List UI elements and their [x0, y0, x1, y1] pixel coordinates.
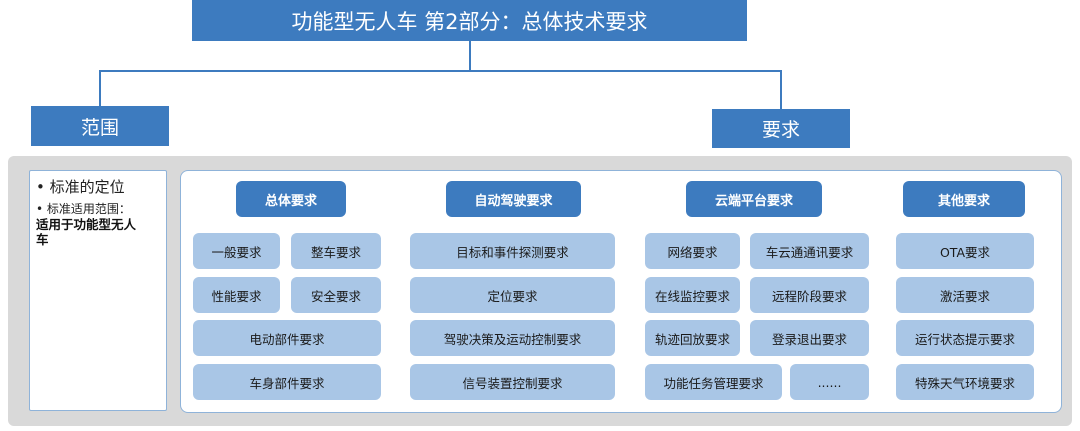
item-autodrive-decision-control: 驾驶决策及运动控制要求 — [410, 320, 615, 356]
item-general-electric-parts: 电动部件要求 — [193, 320, 381, 356]
scope-panel: • 标准的定位 • 标准适用范围： 适用于功能型无人 车 — [29, 170, 167, 411]
item-other-status-prompt: 运行状态提示要求 — [896, 320, 1034, 356]
connector-scope-down — [99, 70, 101, 107]
item-autodrive-signal-control: 信号装置控制要求 — [410, 364, 615, 400]
item-general-basic: 一般要求 — [193, 233, 280, 269]
item-cloud-network: 网络要求 — [645, 233, 740, 269]
connector-requirements-down — [780, 70, 782, 110]
category-cloud-head: 云端平台要求 — [686, 181, 822, 217]
item-general-body-parts: 车身部件要求 — [193, 364, 381, 400]
item-general-vehicle: 整车要求 — [291, 233, 381, 269]
diagram-title: 功能型无人车 第2部分：总体技术要求 — [192, 0, 747, 41]
scope-bullet-positioning: • 标准的定位 — [36, 178, 125, 196]
item-cloud-remote-stage: 远程阶段要求 — [750, 277, 869, 313]
scope-head: 范围 — [31, 106, 169, 146]
connector-horizontal — [99, 70, 782, 72]
category-autodrive-head: 自动驾驶要求 — [446, 181, 581, 217]
item-cloud-task-management: 功能任务管理要求 — [645, 364, 782, 400]
item-cloud-login-logout: 登录退出要求 — [750, 320, 869, 356]
item-general-safety: 安全要求 — [291, 277, 381, 313]
connector-title-down — [469, 41, 471, 71]
item-other-activation: 激活要求 — [896, 277, 1034, 313]
item-general-performance: 性能要求 — [193, 277, 280, 313]
item-autodrive-detection: 目标和事件探测要求 — [410, 233, 615, 269]
item-cloud-online-monitor: 在线监控要求 — [645, 277, 740, 313]
item-cloud-vehicle-comm: 车云通通讯要求 — [750, 233, 869, 269]
item-autodrive-positioning: 定位要求 — [410, 277, 615, 313]
category-other-head: 其他要求 — [903, 181, 1025, 217]
item-cloud-track-replay: 轨迹回放要求 — [645, 320, 740, 356]
scope-applicability-text-1: 适用于功能型无人 — [36, 217, 137, 232]
item-cloud-ellipsis: ...... — [790, 364, 869, 400]
requirements-head: 要求 — [712, 109, 850, 148]
scope-bullet-applicability: • 标准适用范围： — [36, 202, 131, 216]
scope-applicability-text-2: 车 — [36, 232, 49, 247]
category-general-head: 总体要求 — [236, 181, 346, 217]
item-other-weather: 特殊天气环境要求 — [896, 364, 1034, 400]
item-other-ota: OTA要求 — [896, 233, 1034, 269]
